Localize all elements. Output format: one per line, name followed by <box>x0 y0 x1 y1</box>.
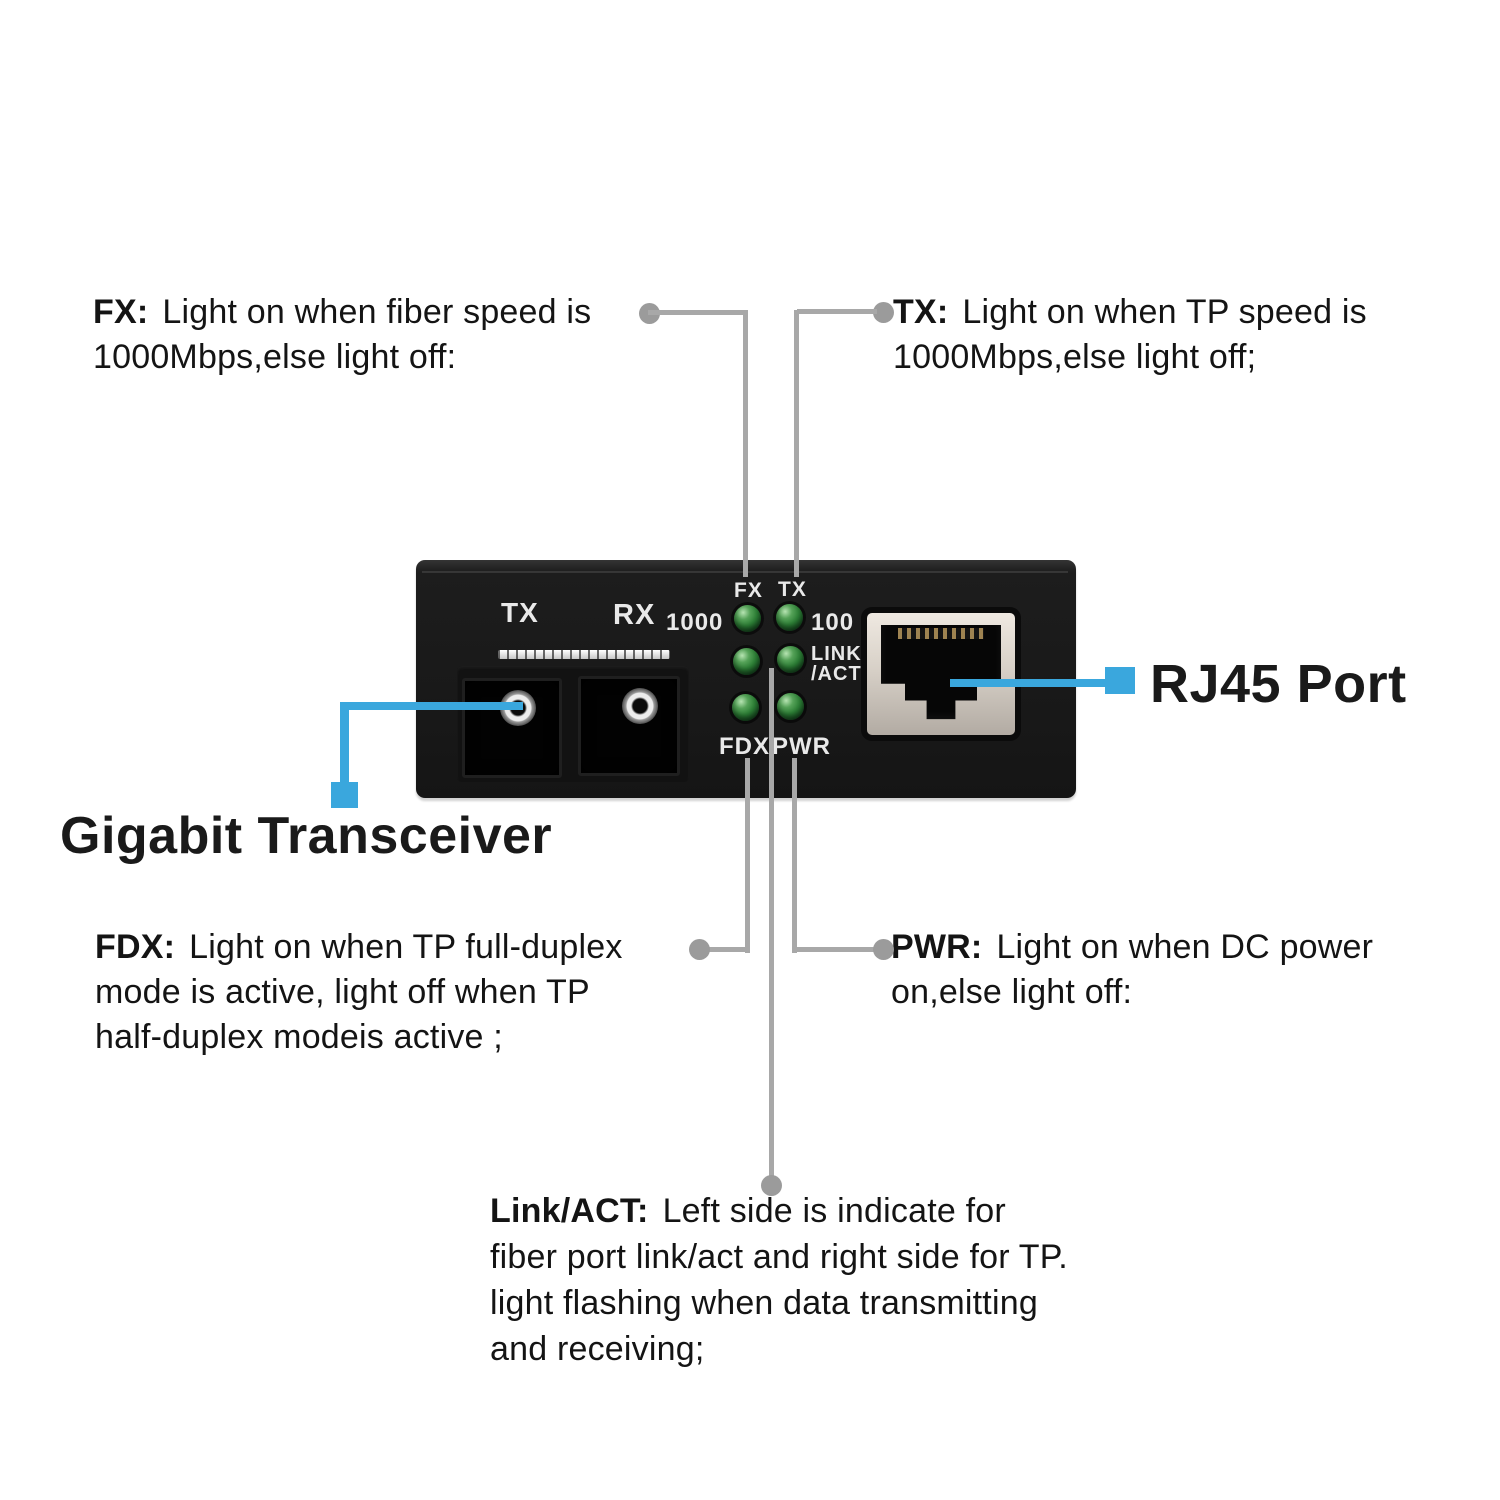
fdx-line-3: half-duplex modeis active ; <box>95 1018 503 1056</box>
transceiver-pointer-vline <box>340 702 349 784</box>
linkact-connector-vline <box>769 668 774 1180</box>
tx-line-1: TX:Light on when TP speed is <box>893 293 1367 331</box>
linkact-line-4: and receiving; <box>490 1330 705 1368</box>
sc-duplex-housing <box>457 666 689 782</box>
tx-connector-dot <box>873 302 894 323</box>
device-label-stripe <box>498 650 670 659</box>
led-link-act-fiber-icon <box>733 648 760 675</box>
transceiver-pointer-hline <box>340 702 523 710</box>
linkact-line-1: Link/ACT:Left side is indicate for <box>490 1192 1006 1230</box>
led-fdx-label: FDX <box>719 733 770 760</box>
speed-100-label: 100 <box>811 609 855 636</box>
tx-callout-text: TX:Light on when TP speed is 1000Mbps,el… <box>893 290 1367 380</box>
fx-line-1: FX:Light on when fiber speed is <box>93 293 592 331</box>
pwr-label: PWR: <box>891 928 983 966</box>
fdx-line-1: FDX:Light on when TP full-duplex <box>95 928 623 966</box>
linkact-label: Link/ACT: <box>490 1192 649 1230</box>
fx-connector-hline <box>648 310 748 315</box>
tx-line-2: 1000Mbps,else light off; <box>893 338 1257 376</box>
pwr-connector-dot <box>873 939 894 960</box>
transceiver-annotation-label: Gigabit Transceiver <box>60 807 553 865</box>
fdx-label: FDX: <box>95 928 176 966</box>
pwr-line-2: on,else light off: <box>891 973 1133 1011</box>
fdx-line-2: mode is active, light off when TP <box>95 973 590 1011</box>
rj45-port <box>867 613 1015 735</box>
sc-rx-ferrule-icon <box>622 688 658 724</box>
led-fx-1000-icon <box>734 605 761 632</box>
fdx-callout-text: FDX:Light on when TP full-duplex mode is… <box>95 925 623 1060</box>
pwr-line-1: PWR:Light on when DC power <box>891 928 1374 966</box>
speed-1000-label: 1000 <box>666 609 724 636</box>
led-link-act-tp-icon <box>777 646 804 673</box>
rj45-pointer-square <box>1105 667 1135 694</box>
fx-callout-text: FX:Light on when fiber speed is 1000Mbps… <box>93 290 591 380</box>
fiber-tx-port-label: TX <box>501 597 539 628</box>
linkact-connector-dot <box>761 1175 782 1196</box>
linkact-callout-text: Link/ACT:Left side is indicate for fiber… <box>490 1188 1068 1372</box>
led-act-label: /ACT <box>811 663 862 685</box>
led-pwr-icon <box>777 693 804 720</box>
fdx-connector-dot <box>689 939 710 960</box>
fdx-connector-vline <box>745 758 750 953</box>
rj45-pointer-hline <box>950 679 1110 687</box>
rj45-pins-icon <box>898 628 984 639</box>
led-tx-label: TX <box>778 578 807 601</box>
led-fx-label: FX <box>734 579 763 602</box>
transceiver-pointer-square <box>331 782 358 808</box>
fiber-rx-port-label: RX <box>613 599 656 631</box>
linkact-line-3: light flashing when data transmitting <box>490 1284 1038 1322</box>
fx-line-2: 1000Mbps,else light off: <box>93 338 457 376</box>
fx-label: FX: <box>93 293 149 331</box>
rj45-annotation-label: RJ45 Port <box>1150 654 1407 714</box>
tx-connector-vline <box>794 310 799 577</box>
pwr-connector-hline <box>795 947 875 952</box>
rj45-jack-opening <box>881 625 1001 720</box>
tx-label: TX: <box>893 293 949 331</box>
led-fdx-icon <box>732 694 759 721</box>
fdx-connector-hline <box>700 947 748 952</box>
led-link-label: LINK <box>811 643 862 665</box>
tx-connector-hline <box>797 309 877 314</box>
linkact-line-2: fiber port link/act and right side for T… <box>490 1238 1068 1276</box>
pwr-callout-text: PWR:Light on when DC power on,else light… <box>891 925 1373 1015</box>
fx-connector-vline <box>743 311 748 577</box>
led-pwr-label: PWR <box>772 733 831 760</box>
led-tx-100-icon <box>776 604 803 631</box>
pwr-connector-vline <box>792 758 797 953</box>
